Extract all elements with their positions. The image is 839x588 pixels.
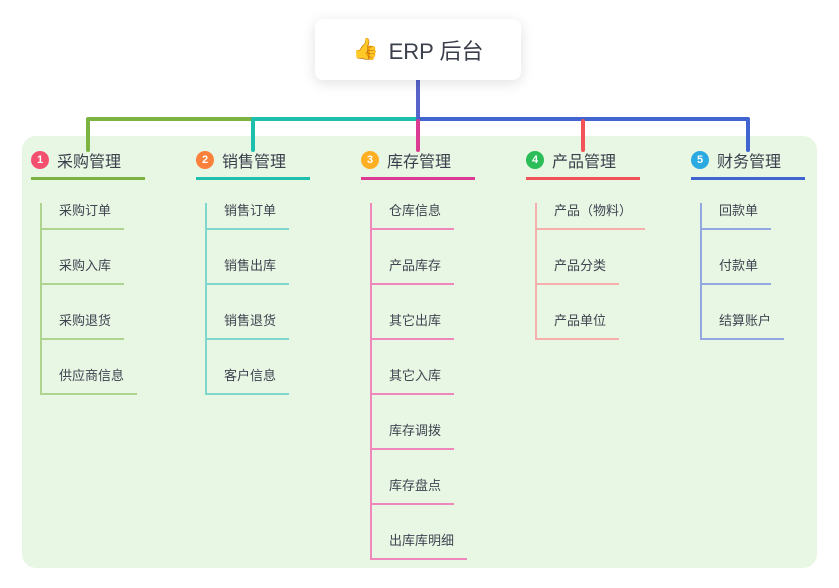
- mindmap-node[interactable]: 出库库明细: [372, 533, 468, 560]
- mindmap-node[interactable]: 库存盘点: [372, 478, 455, 505]
- mindmap-node[interactable]: 库存调拨: [372, 423, 455, 450]
- branch-title: 采购管理: [57, 153, 122, 171]
- mindmap-node[interactable]: 销售退货: [207, 313, 290, 340]
- thumbs-up-icon: 👍: [352, 37, 379, 61]
- branch-drop-line: [581, 119, 585, 152]
- branch-number-badge: 1: [31, 150, 49, 169]
- mindmap-node[interactable]: 采购退货: [42, 313, 125, 340]
- branches-panel: [22, 136, 817, 568]
- branch-number-badge: 2: [196, 150, 214, 169]
- branch-heading-node[interactable]: 3 库存管理: [361, 150, 475, 180]
- mindmap-node[interactable]: 客户信息: [207, 368, 290, 395]
- mindmap-node[interactable]: 采购入库: [42, 258, 125, 285]
- mindmap-node[interactable]: 销售订单: [207, 203, 290, 230]
- branch-items: 销售订单销售出库销售退货客户信息: [205, 203, 310, 395]
- mindmap-node[interactable]: 回款单: [702, 203, 772, 230]
- branch-drop-line: [251, 119, 255, 152]
- branch-heading-node[interactable]: 1 采购管理: [31, 150, 145, 180]
- branch-title: 产品管理: [552, 153, 617, 171]
- mindmap-node[interactable]: 产品（物料）: [537, 203, 646, 230]
- branch: 3 库存管理仓库信息产品库存其它出库其它入库库存调拨库存盘点出库库明细: [361, 150, 475, 560]
- mindmap-node[interactable]: 产品分类: [537, 258, 620, 285]
- branch-items: 产品（物料） 产品分类产品单位: [535, 203, 646, 340]
- branch-number-badge: 5: [691, 150, 709, 169]
- mindmap-node[interactable]: 付款单: [702, 258, 772, 285]
- branch-items: 仓库信息产品库存其它出库其它入库库存调拨库存盘点出库库明细: [370, 203, 475, 560]
- rail-mid-line: [251, 117, 418, 121]
- root-node[interactable]: 👍 ERP 后台: [315, 19, 521, 80]
- branch: 5 财务管理回款单付款单结算账户: [691, 150, 805, 340]
- branch-items: 回款单付款单结算账户: [700, 203, 805, 340]
- branch: 4 产品管理产品（物料） 产品分类产品单位: [526, 150, 646, 340]
- mindmap-node[interactable]: 结算账户: [702, 313, 785, 340]
- branch-drop-line: [86, 119, 90, 152]
- branch-title: 库存管理: [387, 153, 452, 171]
- mindmap-node[interactable]: 产品单位: [537, 313, 620, 340]
- branch-drop-line: [416, 119, 420, 152]
- branch: 1 采购管理采购订单采购入库采购退货供应商信息: [31, 150, 145, 395]
- branch-heading-node[interactable]: 4 产品管理: [526, 150, 640, 180]
- mindmap-node[interactable]: 供应商信息: [42, 368, 138, 395]
- rail-left-line: [86, 117, 255, 121]
- mindmap-node[interactable]: 采购订单: [42, 203, 125, 230]
- mindmap-node[interactable]: 其它入库: [372, 368, 455, 395]
- branch-heading-node[interactable]: 5 财务管理: [691, 150, 805, 180]
- branch-title: 销售管理: [222, 153, 287, 171]
- mindmap-node[interactable]: 销售出库: [207, 258, 290, 285]
- root-title: ERP 后台: [388, 38, 484, 64]
- branch-number-badge: 3: [361, 150, 379, 169]
- mindmap-node[interactable]: 仓库信息: [372, 203, 455, 230]
- mindmap-node[interactable]: 其它出库: [372, 313, 455, 340]
- branch-number-badge: 4: [526, 150, 544, 169]
- branch-drop-line: [746, 119, 750, 152]
- branch-heading-node[interactable]: 2 销售管理: [196, 150, 310, 180]
- branch-items: 采购订单采购入库采购退货供应商信息: [40, 203, 145, 395]
- root-stem-line: [416, 78, 420, 121]
- branch: 2 销售管理销售订单销售出库销售退货客户信息: [196, 150, 310, 395]
- mindmap-node[interactable]: 产品库存: [372, 258, 455, 285]
- branch-title: 财务管理: [717, 153, 782, 171]
